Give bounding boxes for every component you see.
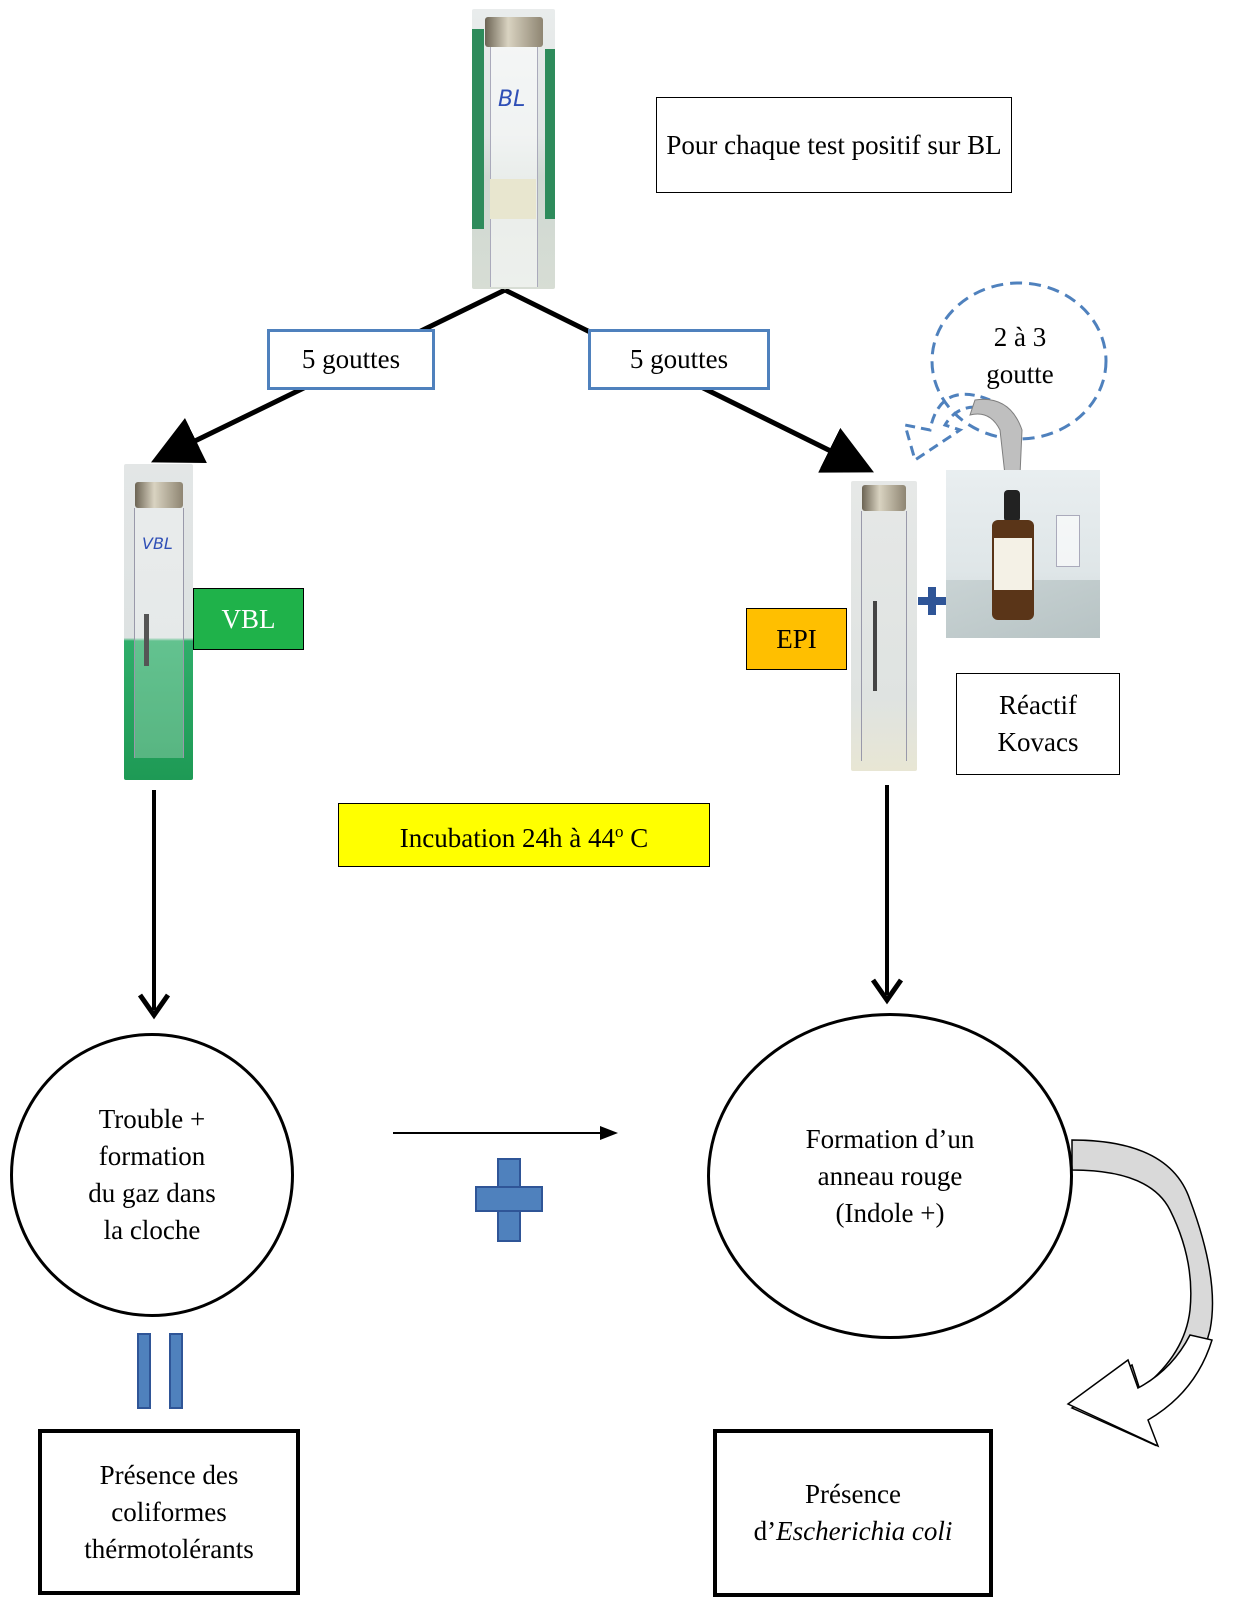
result-left-circle: Trouble + formation du gaz dans la cloch… xyxy=(10,1033,294,1317)
conclusion-right-box: Présence d’Escherichia coli xyxy=(713,1429,993,1597)
drops-callout-text: 2 à 3 goutte xyxy=(986,322,1054,389)
incubation-text: Incubation 24h à 44 xyxy=(399,823,615,853)
vbl-tag: VBL xyxy=(193,588,304,650)
vbl-tube-photo: VBL xyxy=(124,464,193,780)
equals-icon xyxy=(137,1333,185,1409)
bl-tube-label: BL xyxy=(498,87,526,112)
drops-right-box: 5 gouttes xyxy=(588,329,770,390)
incubation-degree: o xyxy=(614,822,624,841)
vbl-tube-label: VBL xyxy=(142,534,173,553)
bl-tube-photo: BL xyxy=(472,9,555,289)
incubation-unit: C xyxy=(623,823,649,853)
reagent-label: Réactif Kovacs xyxy=(956,673,1120,775)
conclusion-right-species: Escherichia coli xyxy=(776,1516,953,1546)
incubation-box: Incubation 24h à 44o C xyxy=(338,803,710,867)
conclusion-left-box: Présence des coliformes thérmotolérants xyxy=(38,1429,300,1595)
conclusion-right-prefix: Présence d’ xyxy=(753,1479,901,1546)
result-right-circle: Formation d’un anneau rouge (Indole +) xyxy=(707,1013,1073,1339)
kovacs-bottle-photo xyxy=(946,470,1100,638)
drops-callout xyxy=(930,281,1108,441)
epi-tag: EPI xyxy=(746,608,847,670)
plus-large-icon xyxy=(475,1158,543,1242)
plus-small-icon xyxy=(918,587,946,615)
drops-left-box: 5 gouttes xyxy=(267,329,435,390)
note-positive-bl: Pour chaque test positif sur BL xyxy=(656,97,1012,193)
epi-tube-photo xyxy=(851,481,917,771)
